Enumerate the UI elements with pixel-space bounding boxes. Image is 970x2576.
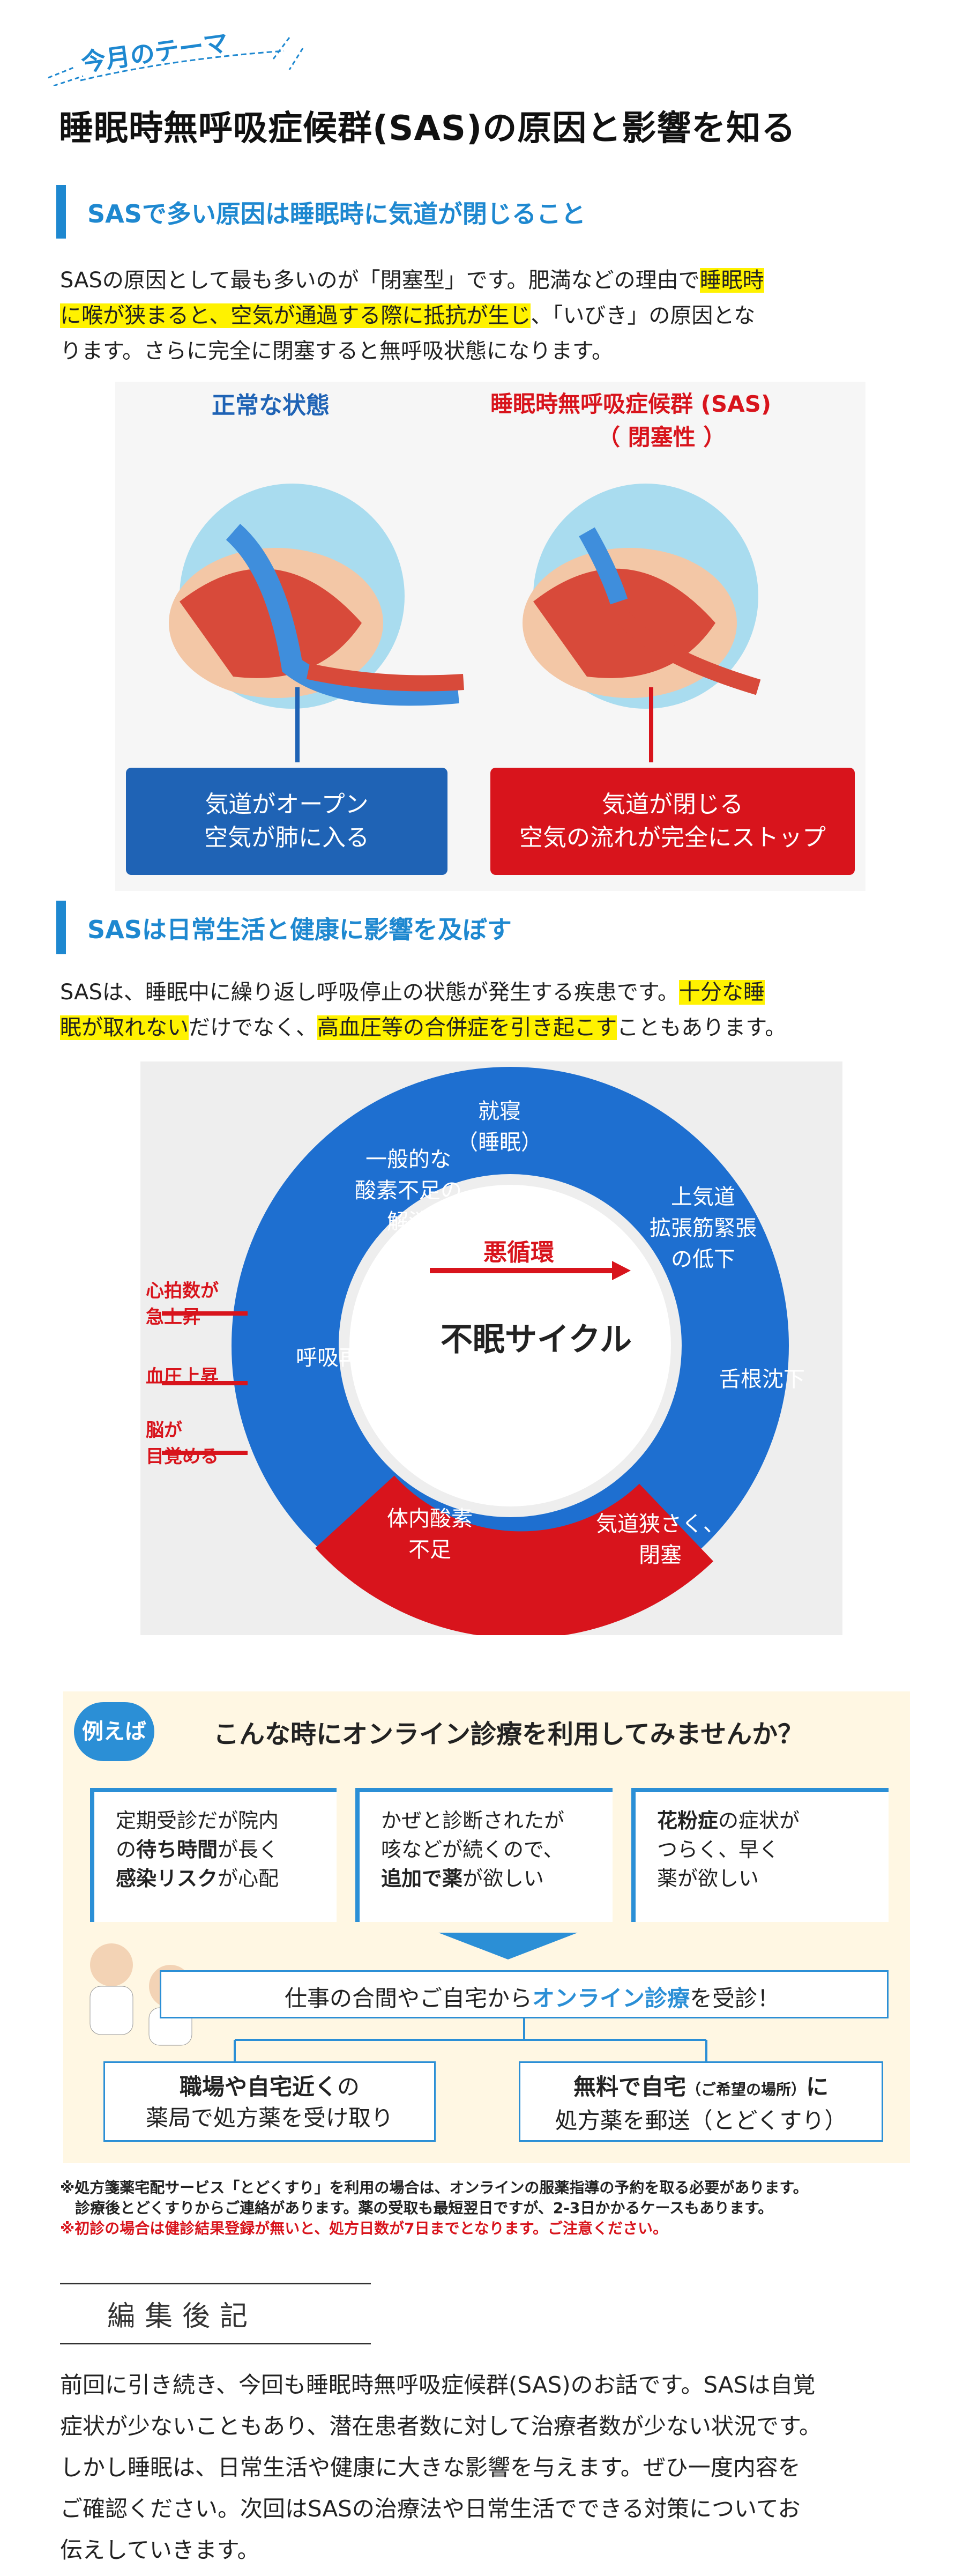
- cycle-ring-icon: [162, 1067, 789, 1635]
- segment-low-oxygen: 体内酸素 不足: [387, 1506, 473, 1562]
- airway-head-icons: [169, 484, 761, 762]
- service-notes: ※処方箋薬宅配サービス「とどくすり」を利用の場合は、オンラインの服薬指導の予約を…: [60, 2179, 808, 2237]
- afterword-rule-top: [60, 2283, 371, 2284]
- impact-paragraph: SASは、睡眠中に繰り返し呼吸停止の状態が発生する疾患です。十分な睡 眠が取れな…: [60, 980, 787, 1040]
- theme-decoration: [48, 37, 304, 86]
- section-heading-impact: SASは日常生活と健康に影響を及ぼす: [56, 901, 914, 954]
- option-home-delivery: 無料で自宅（ご希望の場所）に 処方薬を郵送（とどくすり）: [519, 2061, 883, 2142]
- case-cold: かぜと診断されたが 咳などが続くので、 追加で薬が欲しい: [355, 1788, 613, 1922]
- example-badge: 例えば: [74, 1702, 154, 1761]
- page-title: 睡眠時無呼吸症候群(SAS)の原因と影響を知る: [59, 109, 796, 149]
- afterword-title: 編集後記: [107, 2300, 258, 2333]
- branch-lines: [234, 2018, 707, 2061]
- side-label-brain: 脳が 目覚める: [146, 1420, 219, 1467]
- obstructive-subtitle: （ 閉塞性 ）: [598, 424, 726, 450]
- section-heading-cause: SASで多い原因は睡眠時に気道が閉じること: [56, 185, 914, 239]
- case-hay-fever: 花粉症の症状が つらく、早く 薬が欲しい: [631, 1788, 889, 1922]
- afterword-text: 前回に引き続き、今回も睡眠時無呼吸症候群(SAS)のお話です。SASは自覚 症状…: [60, 2372, 822, 2563]
- segment-sleep: 就寝 （睡眠）: [457, 1099, 542, 1155]
- cause-paragraph: SASの原因として最も多いのが「閉塞型」です。肥満などの理由で睡眠時 に喉が狭ま…: [60, 268, 764, 363]
- side-label-blood-pressure: 血圧上昇: [146, 1366, 219, 1387]
- vicious-cycle-label: 悪循環: [483, 1239, 554, 1266]
- airway-illustration: 正常な状態 睡眠時無呼吸症候群 (SAS) （ 閉塞性 ） 気道がオープン空気が…: [115, 382, 865, 891]
- side-label-heart-rate: 心拍数が 急上昇: [146, 1280, 219, 1328]
- closed-airway-box: 気道が閉じる空気の流れが完全にストップ: [490, 768, 855, 875]
- down-arrow-icon: [438, 1933, 578, 1959]
- online-title: こんな時にオンライン診療を利用してみませんか？: [213, 1719, 804, 1749]
- afterword-rule-bottom: [60, 2343, 371, 2344]
- segment-obstruction: 気道狭さく、 閉塞: [596, 1512, 725, 1568]
- online-flow-box: 仕事の合間やご自宅からオンライン診療を受診！: [160, 1970, 889, 2018]
- segment-breathing-resume: 呼吸再開: [296, 1346, 382, 1370]
- segment-relief: 一般的な 酸素不足の 解消: [355, 1147, 462, 1234]
- option-pharmacy-pickup: 職場や自宅近くの 薬局で処方薬を受け取り: [103, 2061, 436, 2142]
- online-consultation-panel: 例えば こんな時にオンライン診療を利用してみませんか？ 定期受診だが院内 の待ち…: [63, 1691, 910, 2163]
- insomnia-cycle-diagram: 不眠サイクル 悪循環 就寝 （睡眠） 上気道 拡張筋緊張 の低下 舌根沈下 気道…: [140, 1061, 842, 1635]
- segment-muscle-tone: 上気道 拡張筋緊張 の低下: [650, 1185, 757, 1272]
- normal-state-title: 正常な状態: [212, 392, 330, 419]
- sas-state-title: 睡眠時無呼吸症候群 (SAS): [490, 391, 772, 417]
- segment-tongue: 舌根沈下: [719, 1367, 805, 1392]
- open-airway-box: 気道がオープン空気が肺に入る: [126, 768, 447, 875]
- case-regular-visit: 定期受診だが院内 の待ち時間が長く 感染リスクが心配: [90, 1788, 337, 1922]
- cycle-center-label: 不眠サイクル: [441, 1321, 632, 1358]
